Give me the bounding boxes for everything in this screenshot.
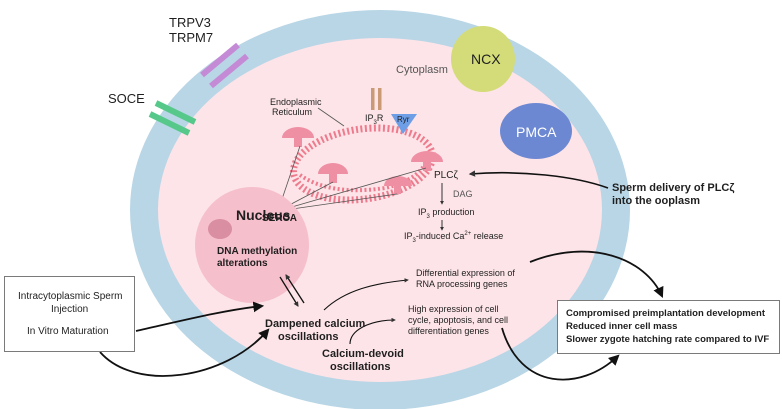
feedback-double-arrow <box>279 274 305 307</box>
icsi-to-dampened-arrow <box>135 301 265 332</box>
cytoplasm-label: Cytoplasm <box>396 64 448 76</box>
nucleolus <box>208 219 232 239</box>
dag-label: DAG <box>453 189 473 199</box>
devoid-to-genes-arrow <box>349 317 396 345</box>
soce-label: SOCE <box>108 91 145 106</box>
serca-label: SERCA <box>262 213 298 224</box>
left-box-line1: Intracytoplasmic Sperm <box>18 291 123 302</box>
high-expression-label-line2: cycle, apoptosis, and cell <box>408 315 509 325</box>
dampened-oscillations-label-line2: oscillations <box>278 331 339 343</box>
serca-pump-2 <box>318 163 348 183</box>
er-label-line1: Endoplasmic <box>270 97 322 107</box>
ncx-label: NCX <box>471 51 501 67</box>
right-outcome-box: Compromised preimplantation development … <box>557 300 780 354</box>
ryr-label: Ryr <box>397 115 410 124</box>
sperm-delivery-label-line2: into the ooplasm <box>612 195 700 207</box>
dampened-oscillations-label-line1: Dampened calcium <box>265 318 366 330</box>
left-box-line2: Injection <box>51 304 89 315</box>
pmca-label: PMCA <box>516 124 557 140</box>
sperm-delivery-label-line1: Sperm delivery of PLCζ <box>612 182 735 194</box>
right-box-line2: Reduced inner cell mass <box>566 321 678 332</box>
soce-channel-icon <box>148 100 197 136</box>
right-box-line3: Slower zygote hatching rate compared to … <box>566 334 770 345</box>
calcium-devoid-label-line1: Calcium-devoid <box>322 348 404 360</box>
left-treatment-box: Intracytoplasmic Sperm Injection In Vitr… <box>4 276 135 352</box>
er-label-line2: Reticulum <box>272 107 313 117</box>
serca-pump-1 <box>282 127 314 147</box>
trpm7-label: TRPM7 <box>169 30 214 45</box>
ip3r-receptor <box>371 88 382 110</box>
dampened-to-rna-arrow <box>323 278 409 311</box>
plc-label: PLCζ <box>434 170 458 181</box>
pmca-pump <box>500 103 572 159</box>
ryr-receptor <box>391 114 417 134</box>
calcium-devoid-label-line2: oscillations <box>330 361 391 373</box>
rna-to-outcome-arrow <box>529 250 664 298</box>
ivm-to-dampened-arrow <box>99 328 270 377</box>
differential-expression-label-line2: RNA processing genes <box>416 279 508 289</box>
trp-channel-icon <box>200 42 249 89</box>
sperm-delivery-arrow <box>468 170 609 189</box>
nucleus-label: Nucleus <box>236 207 291 223</box>
dna-methylation-label-line1: DNA methylation <box>217 246 298 257</box>
high-expression-label-line3: differentiation genes <box>408 326 489 336</box>
serca-pump-3 <box>411 151 443 171</box>
genes-to-outcome-arrow <box>501 327 620 381</box>
left-box-line3: In Vitro Maturation <box>27 326 109 337</box>
dna-methylation-label-line2: alterations <box>217 258 268 269</box>
nucleus <box>195 187 309 303</box>
high-expression-label-line1: High expression of cell <box>408 304 499 314</box>
ca-release-label: IP3-induced Ca2+ release <box>404 231 504 244</box>
differential-expression-label-line1: Differential expression of <box>416 268 515 278</box>
ncx-transporter <box>451 26 515 92</box>
ip3-production-label: IP3 production <box>418 207 475 220</box>
right-box-line1: Compromised preimplantation development <box>566 308 765 319</box>
trpv3-label: TRPV3 <box>169 15 211 30</box>
ip3r-label: IP3R <box>365 113 384 126</box>
